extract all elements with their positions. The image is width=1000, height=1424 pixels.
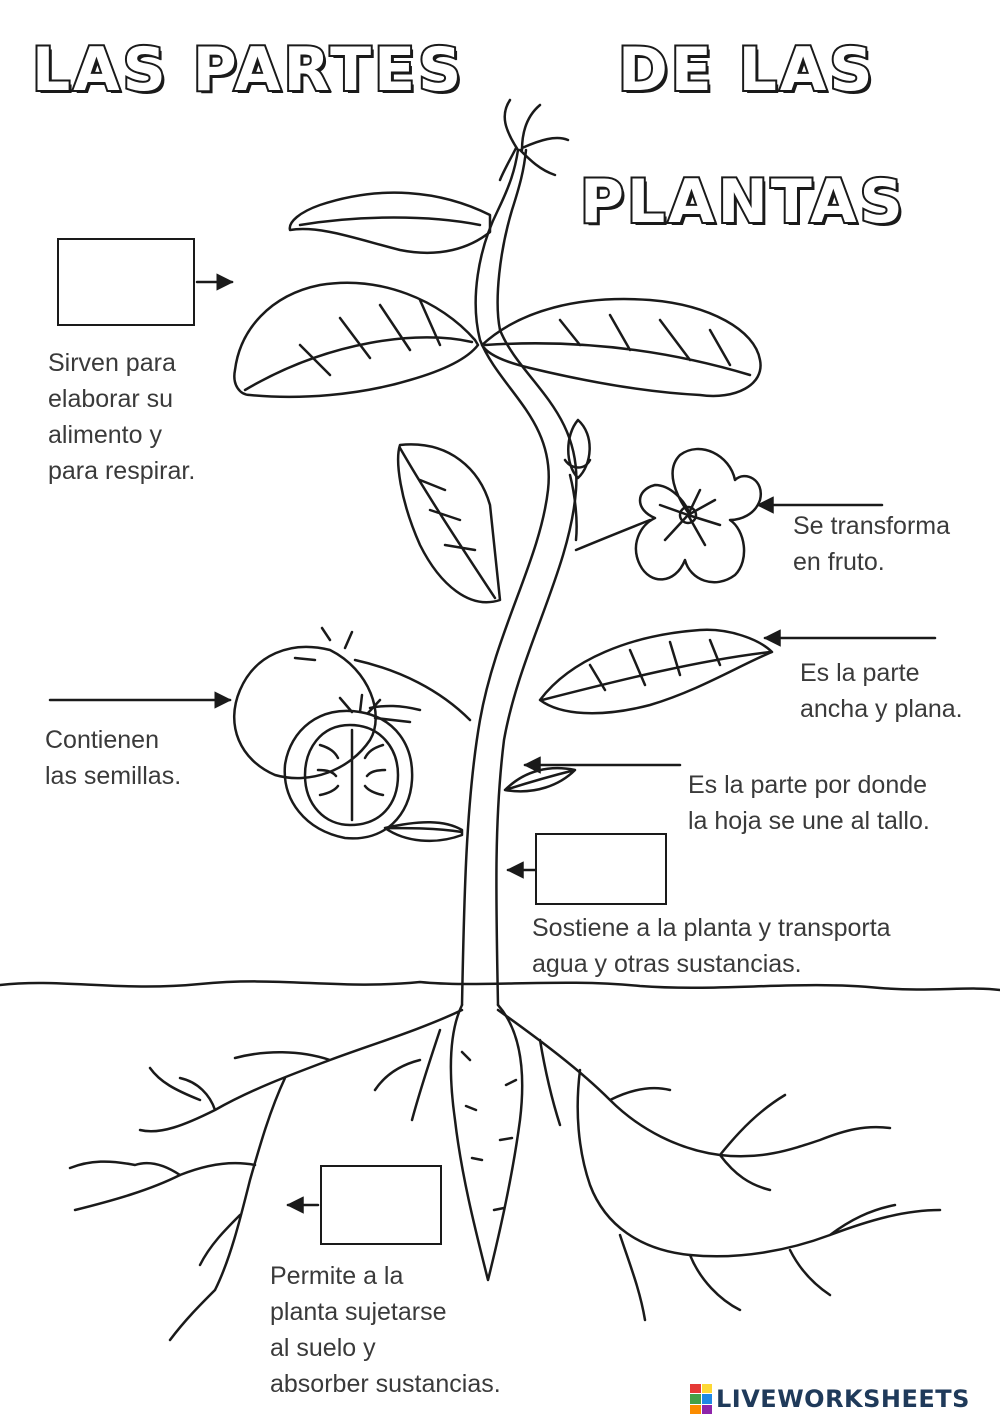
leaf-big-right xyxy=(480,297,762,398)
leaf-small-right xyxy=(503,766,577,793)
desc-limbo: Es la parte ancha y plana. xyxy=(800,659,963,723)
ground-line xyxy=(0,980,1000,992)
taproot xyxy=(449,1003,524,1282)
top-bud xyxy=(498,98,570,182)
answer-box-tallo[interactable] xyxy=(535,833,667,905)
leaf-middle-left xyxy=(396,443,502,604)
desc-tallo: Sostiene a la planta y transporta agua y… xyxy=(532,914,891,978)
title-line1-part1: LAS PARTES xyxy=(30,35,465,105)
fruit-stem xyxy=(353,658,472,722)
desc-hojas: Sirven para elaborar su alimento y para … xyxy=(48,349,196,485)
desc-raiz: Permite a la planta sujetarse al suelo y… xyxy=(270,1262,501,1398)
flower xyxy=(634,447,763,584)
desc-peciolo: Es la parte por donde la hoja se une al … xyxy=(688,771,930,835)
desc-fruto: Contienen las semillas. xyxy=(45,726,182,790)
leaf-small-left xyxy=(383,820,464,843)
title-line1-part2: DE LAS xyxy=(616,35,876,105)
title-line2: PLANTAS xyxy=(578,167,906,237)
fruit-cut xyxy=(283,709,414,840)
answer-box-raiz[interactable] xyxy=(320,1165,442,1245)
brand-watermark: LIVEWORKSHEETS xyxy=(690,1384,970,1414)
roots-left xyxy=(68,1008,464,1342)
desc-flor: Se transforma en fruto. xyxy=(793,512,951,576)
roots-right xyxy=(496,1008,942,1322)
fruit-whole xyxy=(232,645,377,780)
flower-bud xyxy=(567,418,591,542)
answer-box-hojas[interactable] xyxy=(57,238,195,326)
leaf-lamina xyxy=(538,628,774,715)
leaf-big-left xyxy=(233,281,480,399)
flower-stem xyxy=(574,518,652,552)
liveworksheets-logo-icon xyxy=(690,1384,712,1414)
brand-name: LIVEWORKSHEETS xyxy=(716,1385,970,1413)
leaf-upper-left xyxy=(288,191,492,254)
